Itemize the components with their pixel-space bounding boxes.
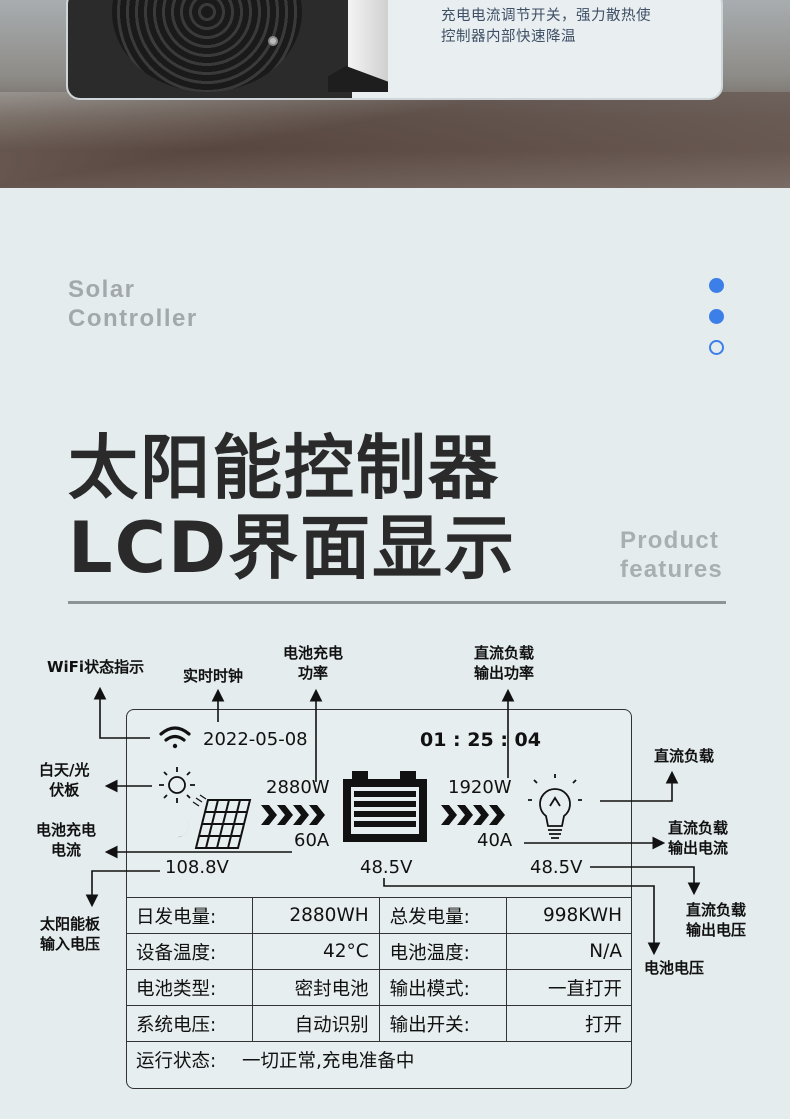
pager-dot-filled[interactable]: [709, 309, 724, 324]
callout-wifi: WiFi状态指示: [47, 658, 145, 676]
chevron-arrows-icon: [261, 805, 325, 825]
callout-battery-voltage: 电池电压: [644, 959, 705, 977]
lcd-charge-power: 2880W: [266, 777, 330, 798]
bulb-icon: [528, 774, 582, 839]
callout-dc-power: 直流负载 输出功率: [474, 644, 535, 682]
lcd-charge-current: 60A: [294, 830, 330, 851]
screw-icon: [268, 36, 278, 46]
stat-value: 42°C: [252, 933, 380, 970]
callout-charge-power: 电池充电 功率: [283, 644, 344, 682]
leader-dc-load: [600, 770, 679, 802]
lcd-load-power: 1920W: [448, 777, 512, 798]
moon-icon: [172, 814, 190, 838]
callout-dc-load: 直流负载: [654, 747, 715, 765]
leader-dc-voltage: [590, 866, 701, 896]
stat-value: 一直打开: [506, 969, 632, 1006]
lcd-pv-voltage: 108.8V: [165, 857, 229, 878]
callout-clock: 实时时钟: [183, 667, 244, 685]
stat-label: 输出模式:: [378, 969, 508, 1006]
callout-charge-current: 电池充电 电流: [36, 821, 97, 859]
sun-icon: [159, 767, 207, 807]
pager-dot-filled[interactable]: [709, 278, 724, 293]
stat-value: 密封电池: [252, 969, 380, 1006]
battery-icon: [343, 771, 427, 842]
stat-label: 电池类型:: [126, 969, 254, 1006]
stat-label: 系统电压:: [126, 1005, 254, 1042]
stat-label: 总发电量:: [378, 897, 508, 934]
lcd-load-voltage: 48.5V: [530, 857, 583, 878]
status-label: 运行状态:: [136, 1050, 217, 1072]
wifi-icon: [159, 726, 191, 749]
product-features-label: Product features: [620, 527, 723, 583]
page-title: 太阳能控制器 LCD界面显示: [68, 427, 517, 589]
lcd-stats-table: 日发电量: 2880WH 总发电量: 998KWH 设备温度: 42°C 电池温…: [126, 897, 632, 1078]
product-photo-banner: 充电电流调节开关，强力散热使 控制器内部快速降温: [0, 0, 790, 188]
leader-battery-voltage: [383, 878, 661, 956]
stat-label: 日发电量:: [126, 897, 254, 934]
lcd-time: 01 : 25 : 04: [420, 729, 541, 751]
status-row: 运行状态: 一切正常,充电准备中: [126, 1041, 632, 1078]
stat-value: 自动识别: [252, 1005, 380, 1042]
stat-value: 打开: [506, 1005, 632, 1042]
lcd-battery-voltage: 48.5V: [360, 857, 413, 878]
stat-value: 2880WH: [252, 897, 380, 934]
table-row: 运行状态: 一切正常,充电准备中: [126, 1041, 632, 1078]
callout-dc-voltage: 直流负载 输出电压: [686, 901, 747, 939]
leader-pv-voltage: [85, 870, 160, 908]
pager-dot-active[interactable]: [709, 340, 724, 355]
lcd-date: 2022-05-08: [203, 729, 308, 750]
stat-label: 电池温度:: [378, 933, 508, 970]
divider: [68, 601, 726, 604]
stat-label: 设备温度:: [126, 933, 254, 970]
section-en-label: Solar Controller: [68, 276, 198, 332]
stat-value: 998KWH: [506, 897, 632, 934]
controller-device-image: [68, 0, 352, 98]
leader-wifi: [93, 686, 150, 739]
lcd-load-current: 40A: [477, 830, 513, 851]
solar-panel-icon: [194, 799, 252, 849]
status-value: 一切正常,充电准备中: [242, 1050, 415, 1072]
table-row: 系统电压: 自动识别 输出开关: 打开: [126, 1005, 632, 1042]
stat-value: N/A: [506, 933, 632, 970]
table-row: 电池类型: 密封电池 输出模式: 一直打开: [126, 969, 632, 1006]
table-row: 设备温度: 42°C 电池温度: N/A: [126, 933, 632, 970]
stat-label: 输出开关:: [378, 1005, 508, 1042]
callout-pv-voltage: 太阳能板 输入电压: [40, 915, 101, 953]
pager-dots: [709, 278, 725, 371]
photo-description: 充电电流调节开关，强力散热使 控制器内部快速降温: [441, 8, 651, 45]
callout-dc-current: 直流负载 输出电流: [668, 819, 729, 857]
table-row: 日发电量: 2880WH 总发电量: 998KWH: [126, 897, 632, 934]
product-photo-card: 充电电流调节开关，强力散热使 控制器内部快速降温: [66, 0, 723, 100]
chevron-arrows-icon: [441, 805, 505, 825]
callout-day-night: 白天/光 伏板: [39, 761, 90, 799]
